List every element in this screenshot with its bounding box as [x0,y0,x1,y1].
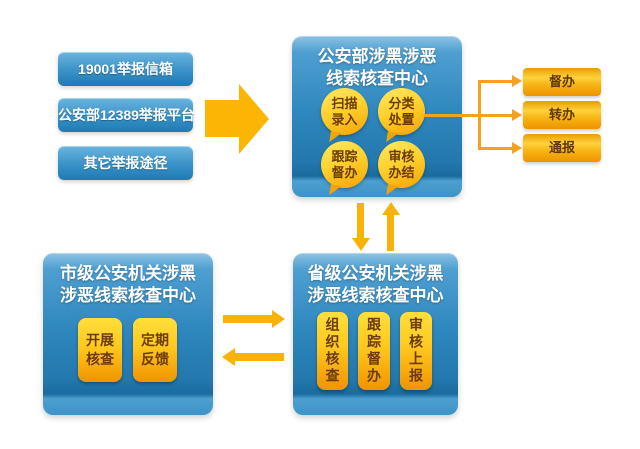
ministry-center-title: 公安部涉黑涉恶 线索核查中心 [317,47,437,88]
bubble-classify-dispose: 分类处置 [378,88,425,135]
source-node-12389-platform: 公安部12389举报平台 [58,98,195,132]
bubble-review-close: 审核办结 [378,141,425,188]
arrow-left-shaft [235,353,284,361]
source-node-other-channels: 其它举报途径 [58,146,193,180]
bubble-scan-entry: 扫描录入 [321,88,368,135]
arrow-up-icon [382,202,400,215]
connector-top-branch [478,80,514,83]
big-right-arrow-tail [205,100,239,137]
task-conduct-verification: 开展核查 [78,318,122,382]
city-center-panel: 市级公安机关涉黑 涉恶线索核查中心 开展核查 定期反馈 [43,253,213,415]
source-node-mailbox: 19001举报信箱 [58,52,193,86]
province-center-title: 省级公安机关涉黑 涉恶线索核查中心 [307,264,444,305]
bubble-track-supervise: 跟踪督办 [321,141,368,188]
arrow-up-shaft [387,214,394,251]
task-organize-verification: 组织核查 [317,312,348,390]
connector-main-line [424,114,514,117]
connector-arrow-bottom-icon [512,142,522,154]
action-node-transfer: 转办 [523,101,601,129]
city-center-title: 市级公安机关涉黑 涉恶线索核查中心 [60,264,196,305]
connector-arrow-top-icon [512,75,522,87]
task-periodic-feedback: 定期反馈 [133,318,177,382]
arrow-left-icon [222,348,235,366]
action-node-notify: 通报 [523,134,601,162]
big-right-arrow-icon [239,84,269,154]
task-track-supervise: 跟踪督办 [358,312,390,390]
task-review-report-up: 审核上报 [400,312,432,390]
connector-arrow-middle-icon [512,109,522,121]
action-node-supervise: 督办 [523,68,601,96]
connector-vertical-line [478,80,481,150]
arrow-down-icon [352,238,370,251]
arrow-right-icon [272,310,285,328]
arrow-down-shaft [357,203,364,240]
arrow-right-shaft [223,315,272,323]
province-center-panel: 省级公安机关涉黑 涉恶线索核查中心 组织核查 跟踪督办 审核上报 [293,253,458,415]
connector-bottom-branch [478,147,514,150]
